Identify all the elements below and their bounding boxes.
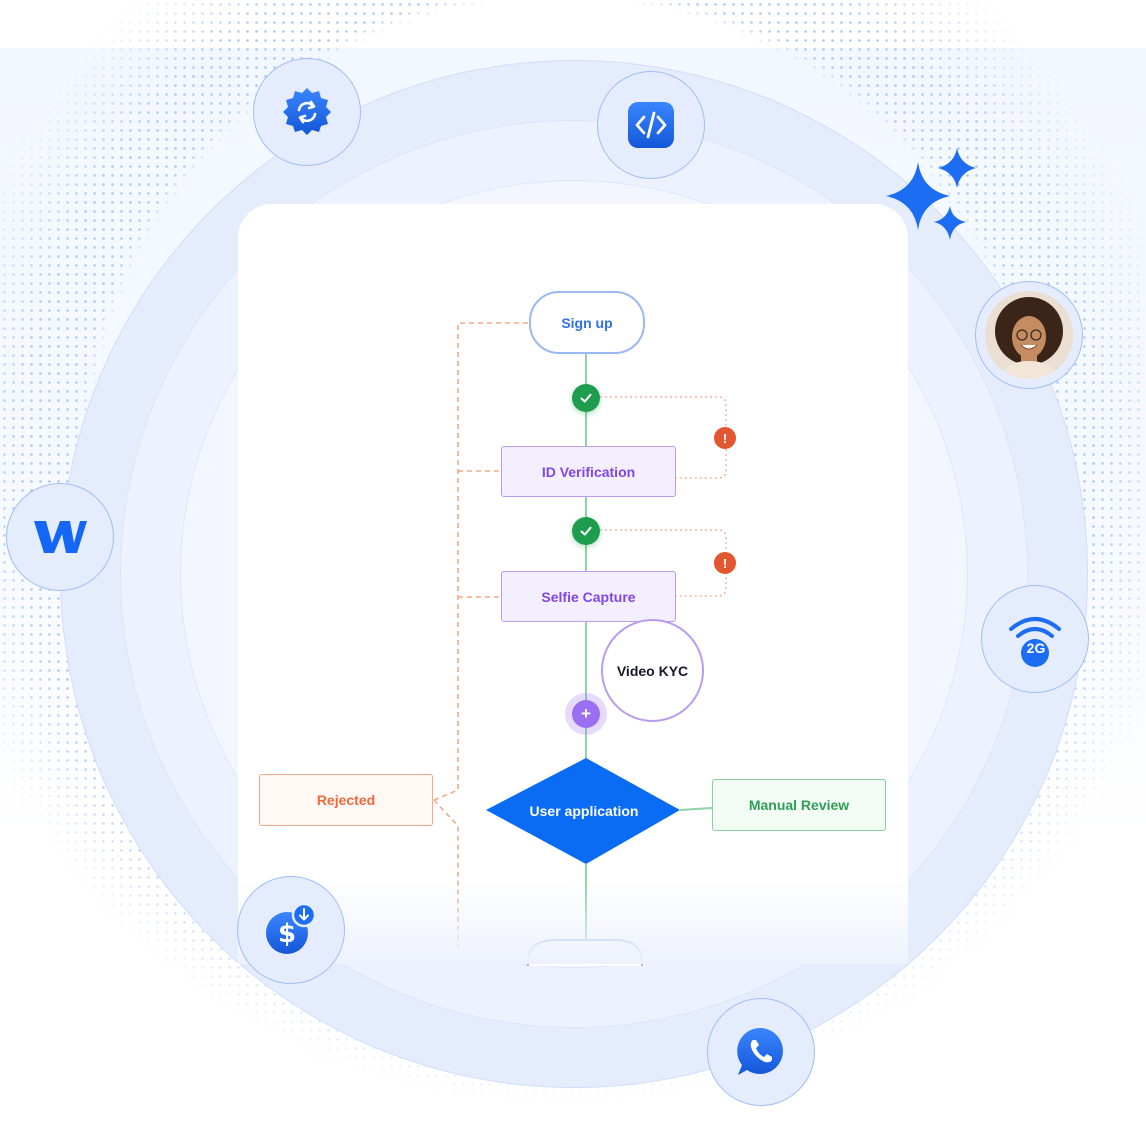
reject-path-main bbox=[433, 322, 528, 801]
user-avatar[interactable] bbox=[975, 281, 1083, 389]
network-2g-icon bbox=[1009, 617, 1061, 667]
plus-icon: + bbox=[581, 704, 591, 723]
svg-text:$: $ bbox=[278, 919, 296, 949]
rejected-node[interactable]: Rejected bbox=[259, 774, 433, 826]
warning-icon: ! bbox=[714, 552, 736, 574]
manual-review-connector bbox=[679, 807, 713, 811]
video-kyc-label: Video KYC bbox=[616, 662, 689, 679]
card-bottom-fade bbox=[238, 880, 908, 964]
manual-review-node[interactable]: Manual Review bbox=[712, 779, 886, 831]
warning-glyph: ! bbox=[722, 555, 728, 571]
network-2g-label: 2G bbox=[1026, 640, 1046, 656]
retry-loop-id bbox=[600, 396, 727, 479]
avatar-photo bbox=[985, 291, 1073, 379]
network-2g-button[interactable]: 2G bbox=[981, 585, 1089, 693]
code-icon bbox=[628, 102, 674, 148]
webflow-button[interactable] bbox=[6, 483, 114, 591]
code-button[interactable] bbox=[597, 71, 705, 179]
id-verification-node[interactable]: ID Verification bbox=[501, 446, 676, 497]
rejected-label: Rejected bbox=[316, 792, 376, 808]
payment-button[interactable]: $ bbox=[237, 876, 345, 984]
whatsapp-icon bbox=[737, 1027, 783, 1075]
gear-sync-icon bbox=[283, 88, 331, 135]
whatsapp-button[interactable] bbox=[707, 998, 815, 1106]
user-application-label: User application bbox=[529, 803, 639, 819]
user-application-diamond bbox=[486, 758, 680, 864]
settings-sync-button[interactable] bbox=[253, 58, 361, 166]
warning-glyph: ! bbox=[722, 430, 728, 446]
check-icon bbox=[572, 517, 600, 545]
selfie-capture-label: Selfie Capture bbox=[541, 588, 636, 605]
video-kyc-node[interactable]: Video KYC bbox=[601, 619, 704, 722]
signup-node[interactable]: Sign up bbox=[529, 291, 645, 354]
add-step-button[interactable]: + bbox=[572, 700, 600, 728]
id-verification-label: ID Verification bbox=[541, 463, 636, 480]
webflow-logo-icon bbox=[34, 521, 87, 553]
dollar-download-icon: $ bbox=[266, 902, 317, 954]
warning-icon: ! bbox=[714, 427, 736, 449]
check-icon bbox=[572, 384, 600, 412]
signup-label: Sign up bbox=[561, 314, 613, 331]
manual-review-label: Manual Review bbox=[748, 797, 850, 813]
selfie-capture-node[interactable]: Selfie Capture bbox=[501, 571, 676, 622]
